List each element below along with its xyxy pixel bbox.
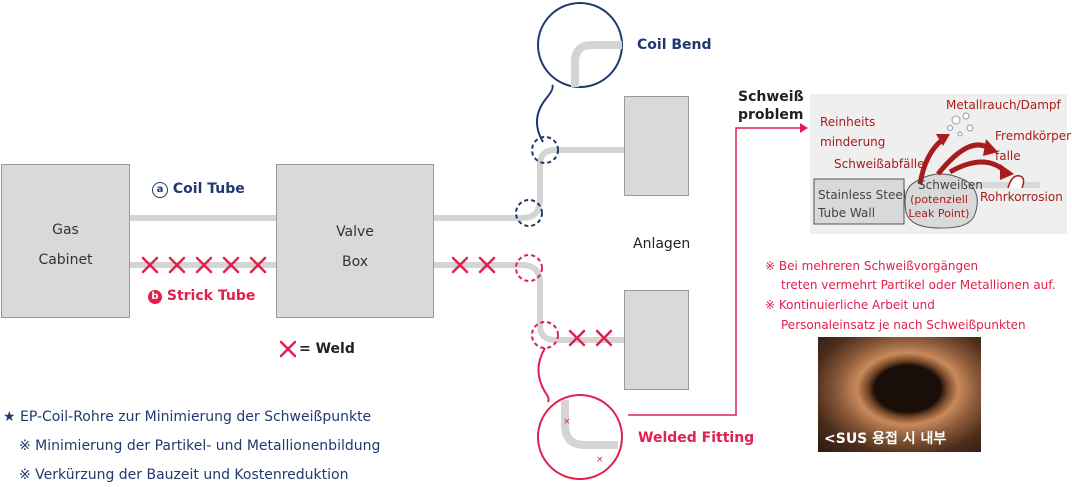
right-note-2-line-2: Personaleinsatz je nach Schweißpunkten xyxy=(781,318,1026,332)
welded-fitting-pipe xyxy=(561,400,618,449)
gas-cabinet-box: Gas Cabinet xyxy=(1,164,130,318)
schweiss-problem-line-2: problem xyxy=(738,107,804,123)
right-note-1-line-2: treten vermehrt Partikel oder Metallione… xyxy=(781,278,1056,292)
lower-branch-pipe xyxy=(521,262,624,343)
inset-fremdkoerper-line-1: Fremdkörper xyxy=(995,129,1072,143)
strick-tube-welds xyxy=(141,256,267,274)
weld-marker-2 xyxy=(531,321,559,349)
weld-bead xyxy=(904,173,978,229)
inset-reinheits-line-1: Reinheits xyxy=(820,115,876,129)
inset-fremdkoerper: Fremdkörper falle xyxy=(995,126,1071,166)
schweiss-problem-line-1: Schweiß xyxy=(738,89,804,105)
particle-2 xyxy=(966,124,974,132)
right-note-2-line-1: ※ Kontinuierliche Arbeit und xyxy=(765,298,935,312)
upper-branch-pipe xyxy=(521,147,624,221)
gas-cabinet-label-1: Gas xyxy=(52,222,79,238)
strick-tube-badge: b xyxy=(148,290,162,304)
arrow-reinheit-head xyxy=(936,134,950,146)
anlage-box-2 xyxy=(624,290,689,390)
inset-rohrkorrosion: Rohrkorrosion xyxy=(980,190,1063,204)
inset-leak-line-2: Leak Point) xyxy=(908,207,970,220)
schweiss-problem-label: Schweiß problem xyxy=(738,88,804,124)
strick-tube-text: Strick Tube xyxy=(166,288,256,304)
photo-caption: <SUS 용접 시 내부 xyxy=(824,431,947,447)
right-note-1-line-1: ※ Bei mehreren Schweißvorgängen xyxy=(765,259,979,273)
anlage-welds xyxy=(568,329,613,347)
weld-problem-inset: Reinheits minderung Metallrauch/Dampf Fr… xyxy=(810,94,1071,234)
inset-reinheits-line-2: minderung xyxy=(820,135,886,149)
coil-bend-pipe xyxy=(571,41,622,87)
arrow-fremd xyxy=(936,142,992,176)
bottom-note-sub-1: ※ Minimierung der Partikel- und Metallio… xyxy=(19,438,381,454)
valve-box-label-2: Box xyxy=(341,254,369,270)
inset-metallrauch: Metallrauch/Dampf xyxy=(946,98,1061,112)
anlagen-label: Anlagen xyxy=(633,236,691,252)
welded-fitting-circle xyxy=(537,394,623,480)
problem-connector-arrow xyxy=(800,123,808,133)
bottom-note-main: ★ EP-Coil-Rohre zur Minimierung der Schw… xyxy=(3,409,372,425)
valve-box: Valve Box xyxy=(276,164,434,318)
weld-legend-icon xyxy=(279,340,297,358)
tube-wall-right xyxy=(960,182,1040,188)
inset-schweissabfaelle: Schweißabfälle xyxy=(834,157,925,171)
particle-3 xyxy=(962,112,970,120)
arrow-korrosion-head xyxy=(1000,164,1014,180)
inset-stainless-line-1: Stainless Steel xyxy=(818,188,907,202)
welded-fitting-label: Welded Fitting xyxy=(638,430,755,446)
inset-stainless-line-2: Tube Wall xyxy=(818,206,876,220)
gas-cabinet-label-2: Cabinet xyxy=(38,252,93,268)
valve-box-label-1: Valve xyxy=(336,224,374,240)
coil-tube-label: a Coil Tube xyxy=(152,181,245,198)
inset-leak-line-1: (potenziell xyxy=(910,193,968,206)
strick-tube-label: b Strick Tube xyxy=(148,288,255,304)
problem-connector-line xyxy=(628,127,800,416)
inset-fremdkoerper-line-2: falle xyxy=(995,149,1021,163)
bottom-note-sub-2: ※ Verkürzung der Bauzeit und Kostenreduk… xyxy=(19,467,349,483)
valve-box-welds xyxy=(451,256,496,274)
inset-stainless: Stainless Steel Tube Wall xyxy=(818,186,906,222)
weld-interior-photo: <SUS 용접 시 내부 xyxy=(818,337,981,452)
welded-fitting-weld-2: × xyxy=(596,455,604,465)
coil-tube-badge: a xyxy=(152,182,168,198)
weld-legend-label: = Weld xyxy=(299,341,355,357)
tube-wall xyxy=(813,178,905,225)
coil-bend-marker-1 xyxy=(531,136,559,164)
welded-fitting-weld-1: × xyxy=(563,417,571,427)
coil-bend-marker-2 xyxy=(515,199,543,227)
corrosion-spot xyxy=(1007,175,1025,189)
particle-4 xyxy=(947,125,953,131)
inset-leak: (potenziell Leak Point) xyxy=(906,193,972,221)
particle-1 xyxy=(951,115,961,125)
coil-tube-text: Coil Tube xyxy=(172,181,245,197)
coil-bend-connector xyxy=(536,84,554,143)
welded-fitting-connector xyxy=(537,347,550,403)
particle-5 xyxy=(957,131,963,137)
anlage-box-1 xyxy=(624,96,689,196)
arrow-fremd-head xyxy=(983,139,998,156)
inset-reinheits: Reinheits minderung xyxy=(820,112,885,152)
inset-graphics xyxy=(813,112,1040,229)
inset-schweissen: Schweißen xyxy=(918,178,983,192)
coil-bend-label: Coil Bend xyxy=(637,37,712,53)
weld-marker-1 xyxy=(515,254,543,282)
arrow-reinheit xyxy=(917,138,944,185)
